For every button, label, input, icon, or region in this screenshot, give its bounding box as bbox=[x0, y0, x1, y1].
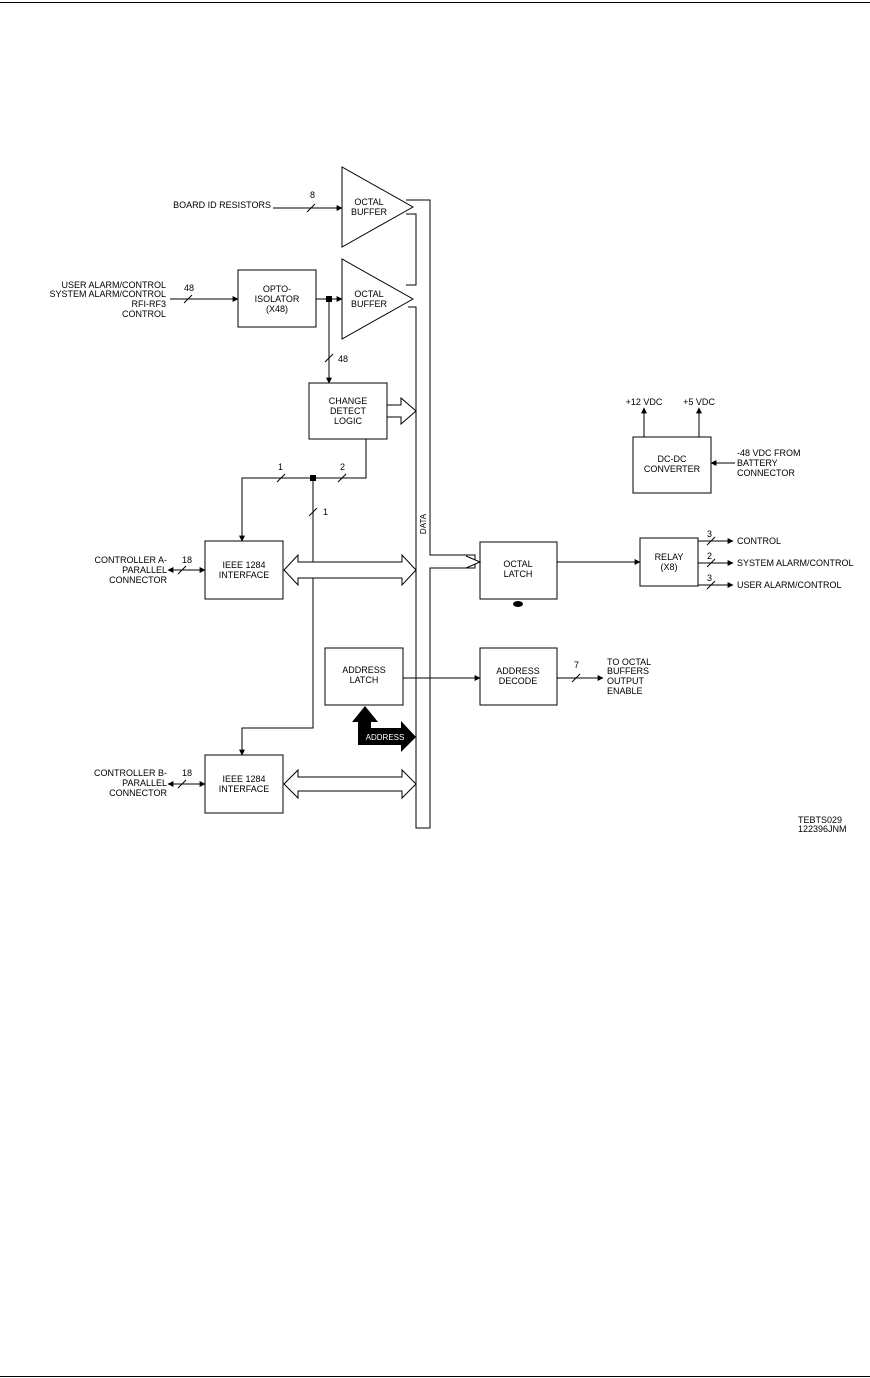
data-bus-label: DATA bbox=[419, 513, 428, 534]
octal-latch-box bbox=[479, 541, 558, 600]
controller-b-line3: CONNECTOR bbox=[109, 788, 167, 798]
width-relay-user: 3 bbox=[707, 573, 712, 583]
dcdc-box bbox=[632, 436, 712, 494]
ieee-a-line1: IEEE 1284 bbox=[222, 560, 265, 570]
ieee-a-bus-arrow bbox=[283, 553, 417, 587]
ieee-b-line1: IEEE 1284 bbox=[222, 774, 265, 784]
relay-out-system-label: SYSTEM ALARM/CONTROL bbox=[737, 558, 854, 568]
width-relay-system: 2 bbox=[707, 551, 712, 561]
relay-line1: RELAY bbox=[655, 552, 684, 562]
battery-line1: -48 VDC FROM bbox=[737, 448, 801, 458]
bus-to-latch-arrow bbox=[465, 555, 482, 569]
opto-line3: (X48) bbox=[266, 304, 288, 314]
user-inputs-line2: SYSTEM ALARM/CONTROL bbox=[49, 289, 166, 299]
relay-line2: (X8) bbox=[660, 562, 677, 572]
dcdc-line1: DC-DC bbox=[658, 454, 687, 464]
user-inputs-line4: CONTROL bbox=[122, 309, 166, 319]
node-to-ieee-b bbox=[239, 478, 314, 756]
junction-dot-opto bbox=[326, 296, 332, 302]
controller-a-line2: PARALLEL bbox=[122, 565, 167, 575]
controller-b-line2: PARALLEL bbox=[122, 778, 167, 788]
width-detect-node: 2 bbox=[340, 462, 345, 472]
decode-out-line4: ENABLE bbox=[607, 686, 643, 696]
detect-line3: LOGIC bbox=[334, 416, 363, 426]
plus12-label: +12 VDC bbox=[626, 397, 663, 407]
detect-to-ieee-a bbox=[239, 439, 367, 542]
octal-buffer-1-line1: OCTAL bbox=[354, 197, 383, 207]
junction-dot-detect bbox=[310, 475, 316, 481]
controller-a-line3: CONNECTOR bbox=[109, 575, 167, 585]
controller-a-line1: CONTROLLER A- bbox=[94, 555, 167, 565]
address-bus-label: ADDRESS bbox=[366, 733, 405, 742]
width-user-inputs: 48 bbox=[184, 283, 194, 293]
header-rule bbox=[0, 2, 870, 3]
octal-latch-line2: LATCH bbox=[504, 569, 533, 579]
width-decode-out: 7 bbox=[574, 660, 579, 670]
controller-b-line1: CONTROLLER B- bbox=[94, 768, 167, 778]
figure-id-line2: 122396JNM bbox=[798, 824, 847, 834]
octal-buffer-1-line2: BUFFER bbox=[351, 207, 388, 217]
octal-buffer-2-line1: OCTAL bbox=[354, 289, 383, 299]
battery-line3: CONNECTOR bbox=[737, 468, 795, 478]
plus5-label: +5 VDC bbox=[683, 397, 715, 407]
width-relay-control: 3 bbox=[707, 529, 712, 539]
relay-out-user-label: USER ALARM/CONTROL bbox=[737, 580, 842, 590]
dcdc-line2: CONVERTER bbox=[644, 464, 701, 474]
user-inputs-line3: RFI-RF3 bbox=[132, 299, 167, 309]
octal-buffer-2-line2: BUFFER bbox=[351, 299, 388, 309]
address-bus-arrow bbox=[352, 706, 416, 752]
width-node-b: 1 bbox=[323, 507, 328, 517]
width-controller-b: 18 bbox=[182, 768, 192, 778]
width-opto-detect: 48 bbox=[338, 354, 348, 364]
address-decode-line2: DECODE bbox=[499, 676, 538, 686]
decode-out-line2: BUFFERS bbox=[607, 666, 649, 676]
address-decode-box bbox=[479, 647, 558, 706]
address-latch-box bbox=[324, 647, 404, 706]
decode-out-line3: OUTPUT bbox=[607, 676, 645, 686]
opto-line1: OPTO- bbox=[263, 284, 291, 294]
detect-line2: DETECT bbox=[330, 406, 367, 416]
board-id-label: BOARD ID RESISTORS bbox=[173, 200, 271, 210]
ieee-b-line2: INTERFACE bbox=[219, 784, 270, 794]
ieee-b-bus-arrow bbox=[283, 768, 417, 800]
address-latch-line2: LATCH bbox=[350, 675, 379, 685]
address-decode-line1: ADDRESS bbox=[496, 666, 540, 676]
width-board-id: 8 bbox=[310, 190, 315, 200]
block-labels: OCTAL BUFFER OCTAL BUFFER OPTO- ISOLATOR… bbox=[219, 197, 716, 794]
footer-rule bbox=[0, 1376, 870, 1377]
ieee-a-line2: INTERFACE bbox=[219, 570, 270, 580]
opto-isolator-box bbox=[237, 269, 317, 328]
data-bus bbox=[406, 199, 476, 829]
width-detect-a: 1 bbox=[278, 462, 283, 472]
opto-line2: ISOLATOR bbox=[255, 294, 300, 304]
width-controller-a: 18 bbox=[182, 555, 192, 565]
user-inputs-line1: USER ALARM/CONTROL bbox=[61, 280, 166, 290]
detect-to-bus-arrow bbox=[386, 396, 417, 426]
buffer-1-output bbox=[406, 213, 417, 286]
octal-latch-line1: OCTAL bbox=[503, 559, 532, 569]
battery-line2: BATTERY bbox=[737, 458, 778, 468]
detect-line1: CHANGE bbox=[329, 396, 368, 406]
relay-out-control-label: CONTROL bbox=[737, 536, 781, 546]
figure-id-line1: TEBTS029 bbox=[798, 815, 842, 825]
latch-enable-mark bbox=[513, 601, 523, 607]
decode-out-line1: TO OCTAL bbox=[607, 657, 651, 667]
address-latch-line1: ADDRESS bbox=[342, 665, 386, 675]
